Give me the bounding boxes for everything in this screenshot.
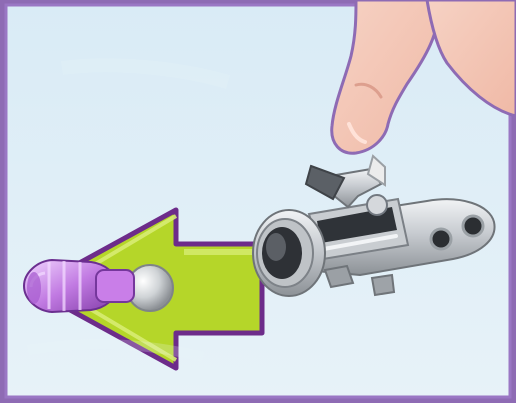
projectile-icon bbox=[24, 260, 173, 312]
